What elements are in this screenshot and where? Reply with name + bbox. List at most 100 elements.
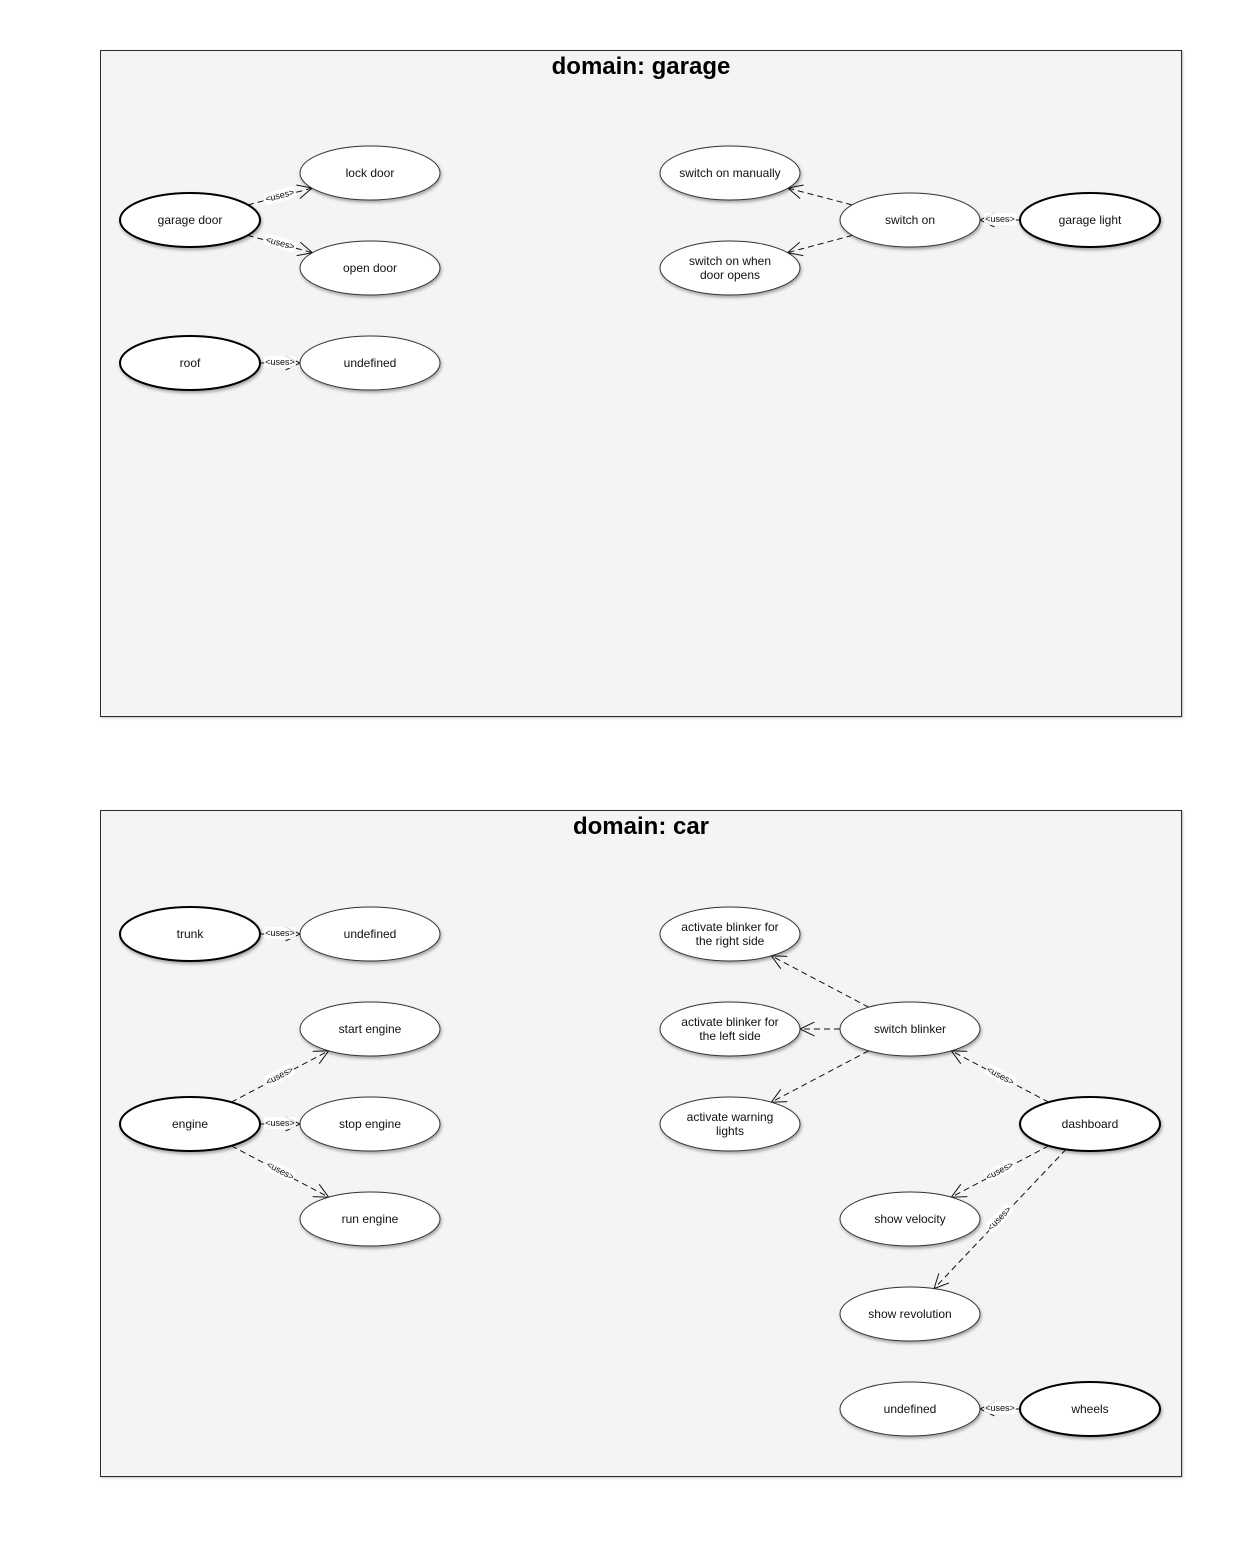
use-case-ellipse <box>839 1191 981 1247</box>
edge-label-bg <box>984 213 1016 225</box>
edge-arrowhead <box>312 1184 330 1198</box>
node-label: switch blinker <box>874 1022 946 1036</box>
edge-label-group: <uses> <box>985 1203 1014 1233</box>
edge-label-bg <box>984 1063 1017 1088</box>
use-case-undefined-c1: undefined <box>299 906 441 962</box>
use-case-ellipse <box>659 145 801 201</box>
use-case-wheels: wheels <box>1019 1381 1161 1437</box>
actor-ellipse <box>119 1096 261 1152</box>
edge-arrowhead <box>950 1184 968 1198</box>
edge-label-bg <box>264 356 296 368</box>
edge-engine-to-stop-engine: <uses> <box>260 1116 302 1132</box>
actor-ellipse <box>1019 192 1161 248</box>
use-case-open-door: open door <box>299 240 441 296</box>
edge-dashboard-to-switch-blinker: <uses> <box>950 1050 1049 1103</box>
edge-switch-blinker-to-act-left <box>798 1021 840 1037</box>
use-case-ellipse <box>299 145 441 201</box>
use-case-ellipse <box>659 1096 801 1152</box>
use-case-roof: roof <box>119 335 261 391</box>
edge-label: <uses> <box>265 1118 295 1128</box>
edge-label: <uses> <box>985 1204 1013 1232</box>
edge-arrowhead <box>770 1089 788 1103</box>
use-case-ellipse <box>659 240 801 296</box>
actor-ellipse <box>119 335 261 391</box>
use-case-switch-on: switch on <box>839 192 981 248</box>
edge-switch-blinker-to-act-right <box>770 955 869 1008</box>
edge-label-group: <uses> <box>983 1158 1016 1183</box>
actor-ellipse <box>1019 1096 1161 1152</box>
use-case-trunk: trunk <box>119 906 261 962</box>
edge-engine-to-run-engine: <uses> <box>231 1145 330 1198</box>
edge-label-bg <box>264 1117 296 1129</box>
use-case-start-engine: start engine <box>299 1001 441 1057</box>
edge-label-group: <uses> <box>264 1158 297 1183</box>
edge-label-bg <box>263 186 297 205</box>
node-label: engine <box>172 1117 208 1131</box>
use-case-stop-engine: stop engine <box>299 1096 441 1152</box>
edge-roof-to-undefined-g: <uses> <box>260 355 302 371</box>
use-case-engine: engine <box>119 1096 261 1152</box>
node-label: run engine <box>342 1212 399 1226</box>
edge-arrowhead <box>950 1050 968 1064</box>
node-label: undefined <box>344 927 397 941</box>
node-label: show velocity <box>874 1212 945 1226</box>
node-label: open door <box>343 261 397 275</box>
edge-label: <uses> <box>265 928 295 938</box>
node-label: undefined <box>344 356 397 370</box>
edge-label-bg <box>985 1203 1014 1233</box>
use-case-undefined-g: undefined <box>299 335 441 391</box>
edge-arrowhead <box>312 1050 330 1064</box>
edge-label-group: <uses> <box>264 1117 296 1129</box>
use-case-ellipse <box>299 906 441 962</box>
edge-wheels-to-undefined-c2: <uses> <box>978 1401 1020 1417</box>
use-case-ellipse <box>839 1001 981 1057</box>
edge-line <box>771 1050 869 1103</box>
node-label: garage light <box>1059 213 1122 227</box>
domain-car-title: domain: car <box>572 813 710 840</box>
node-label: stop engine <box>339 1117 401 1131</box>
use-case-ellipse <box>299 335 441 391</box>
use-case-ellipse <box>839 1381 981 1437</box>
edge-line <box>787 187 853 206</box>
edge-switch-on-to-switch-on-when <box>786 234 853 257</box>
node-label: roof <box>180 356 201 370</box>
edge-label-group: <uses> <box>984 1063 1017 1088</box>
node-label: dashboard <box>1062 1117 1119 1131</box>
use-case-ellipse <box>299 1191 441 1247</box>
use-case-ellipse <box>839 1286 981 1342</box>
edge-garage-door-to-lock-door: <uses> <box>247 184 314 206</box>
use-case-show-revolution: show revolution <box>839 1286 981 1342</box>
node-label: undefined <box>884 1402 937 1416</box>
node-label: switch on <box>885 213 935 227</box>
domain-car-box: domain: car <box>100 810 1182 1477</box>
node-label: show revolution <box>868 1307 951 1321</box>
edge-label: <uses> <box>985 214 1015 224</box>
edge-switch-on-to-switch-on-manually <box>786 184 853 206</box>
edge-label-group: <uses> <box>984 1402 1016 1414</box>
edge-label: <uses> <box>265 357 295 367</box>
use-case-lock-door: lock door <box>299 145 441 201</box>
use-case-run-engine: run engine <box>299 1191 441 1247</box>
use-case-undefined-c2: undefined <box>839 1381 981 1437</box>
edge-label-group: <uses> <box>264 356 296 368</box>
use-case-show-velocity: show velocity <box>839 1191 981 1247</box>
edge-label: <uses> <box>985 1403 1015 1413</box>
edge-label-bg <box>263 233 297 253</box>
edge-label-group: <uses> <box>263 233 297 253</box>
edge-arrowhead <box>770 955 788 969</box>
use-case-switch-blinker: switch blinker <box>839 1001 981 1057</box>
edge-dashboard-to-show-velocity: <uses> <box>950 1145 1049 1198</box>
node-label: wheels <box>1070 1402 1108 1416</box>
node-label: garage door <box>158 213 223 227</box>
edge-trunk-to-undefined-c1: <uses> <box>260 926 302 942</box>
edge-garage-door-to-open-door: <uses> <box>247 233 314 257</box>
use-case-ellipse <box>299 1096 441 1152</box>
